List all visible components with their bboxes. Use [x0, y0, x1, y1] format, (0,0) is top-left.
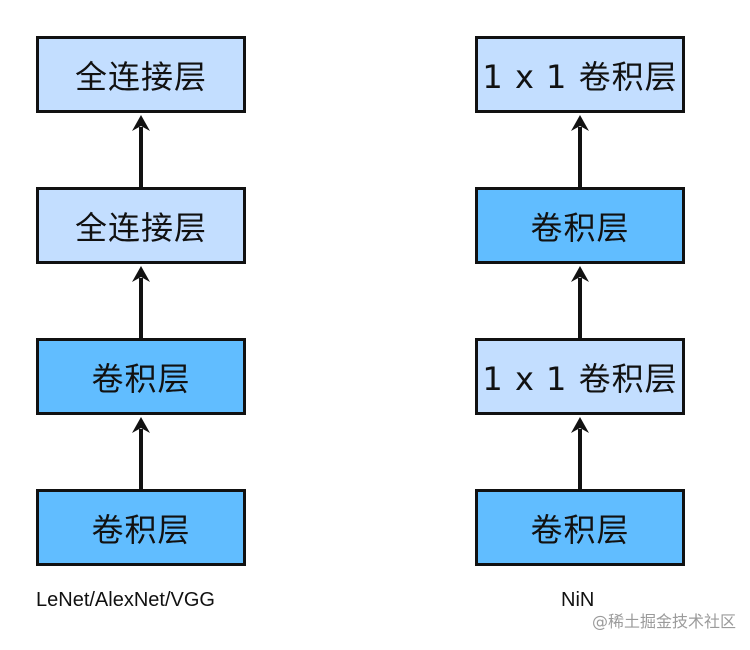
box-label: 1 x 1 卷积层 — [482, 359, 678, 398]
left-arrow-3 — [132, 417, 150, 489]
right-arrow-2 — [571, 266, 589, 338]
right-conv-layer-bottom: 卷积层 — [475, 489, 685, 566]
box-label: 卷积层 — [530, 208, 630, 247]
right-arrow-3 — [571, 417, 589, 489]
watermark: @稀土掘金技术社区 — [591, 612, 736, 631]
box-label: 卷积层 — [91, 510, 191, 549]
right-arrow-1 — [571, 115, 589, 187]
box-label: 全连接层 — [74, 57, 207, 96]
right-1x1-conv-layer-bottom: 1 x 1 卷积层 — [475, 338, 685, 415]
left-conv-layer-top: 卷积层 — [36, 338, 246, 415]
left-fc-layer-bottom: 全连接层 — [36, 187, 246, 264]
left-caption: LeNet/AlexNet/VGG — [36, 589, 215, 611]
box-label: 卷积层 — [91, 359, 191, 398]
box-label: 卷积层 — [530, 510, 630, 549]
box-label: 1 x 1 卷积层 — [482, 57, 678, 96]
left-conv-layer-bottom: 卷积层 — [36, 489, 246, 566]
right-caption: NiN — [561, 589, 595, 611]
left-arrow-2 — [132, 266, 150, 338]
box-label: 全连接层 — [74, 208, 207, 247]
left-fc-layer-top: 全连接层 — [36, 36, 246, 113]
left-arrow-1 — [132, 115, 150, 187]
right-1x1-conv-layer-top: 1 x 1 卷积层 — [475, 36, 685, 113]
right-conv-layer-top: 卷积层 — [475, 187, 685, 264]
